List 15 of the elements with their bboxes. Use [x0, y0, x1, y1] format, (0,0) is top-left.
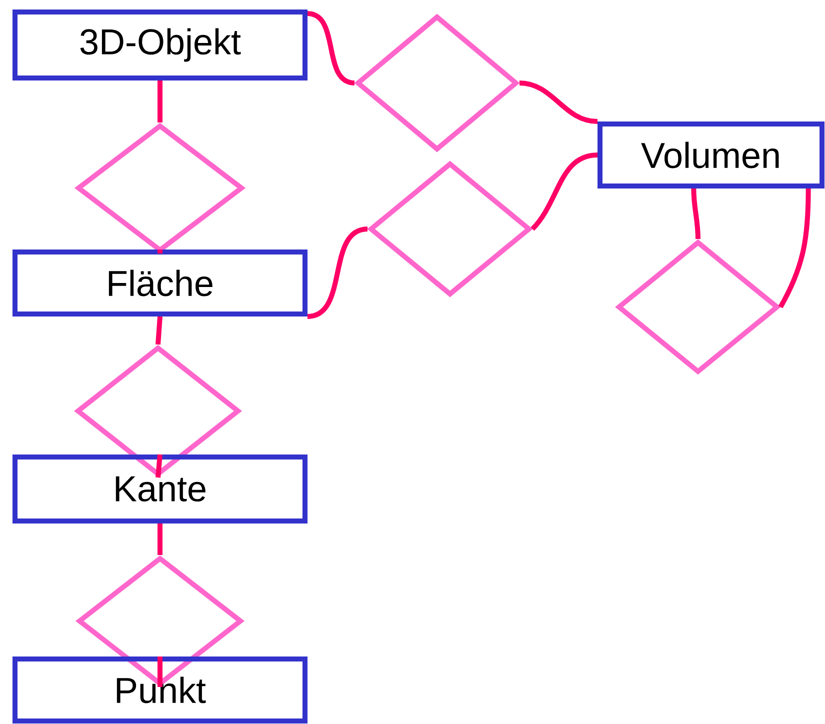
entity-box: 3D-Objekt: [12, 10, 308, 80]
connector-line: [158, 250, 162, 254]
connector-line: [156, 316, 162, 345]
connector-line: [691, 188, 700, 240]
connector-line: [778, 188, 811, 308]
connector-line: [530, 152, 598, 231]
entity-box: Punkt: [12, 656, 308, 724]
entity-box: Kante: [12, 454, 308, 524]
connector-line: [158, 524, 162, 555]
connector-line: [158, 80, 162, 122]
entity-box: Fläche: [12, 250, 308, 316]
connector-line: [519, 80, 598, 124]
entity-box: Volumen: [598, 122, 824, 188]
connector-line: [156, 454, 162, 478]
connector-line: [158, 656, 162, 687]
